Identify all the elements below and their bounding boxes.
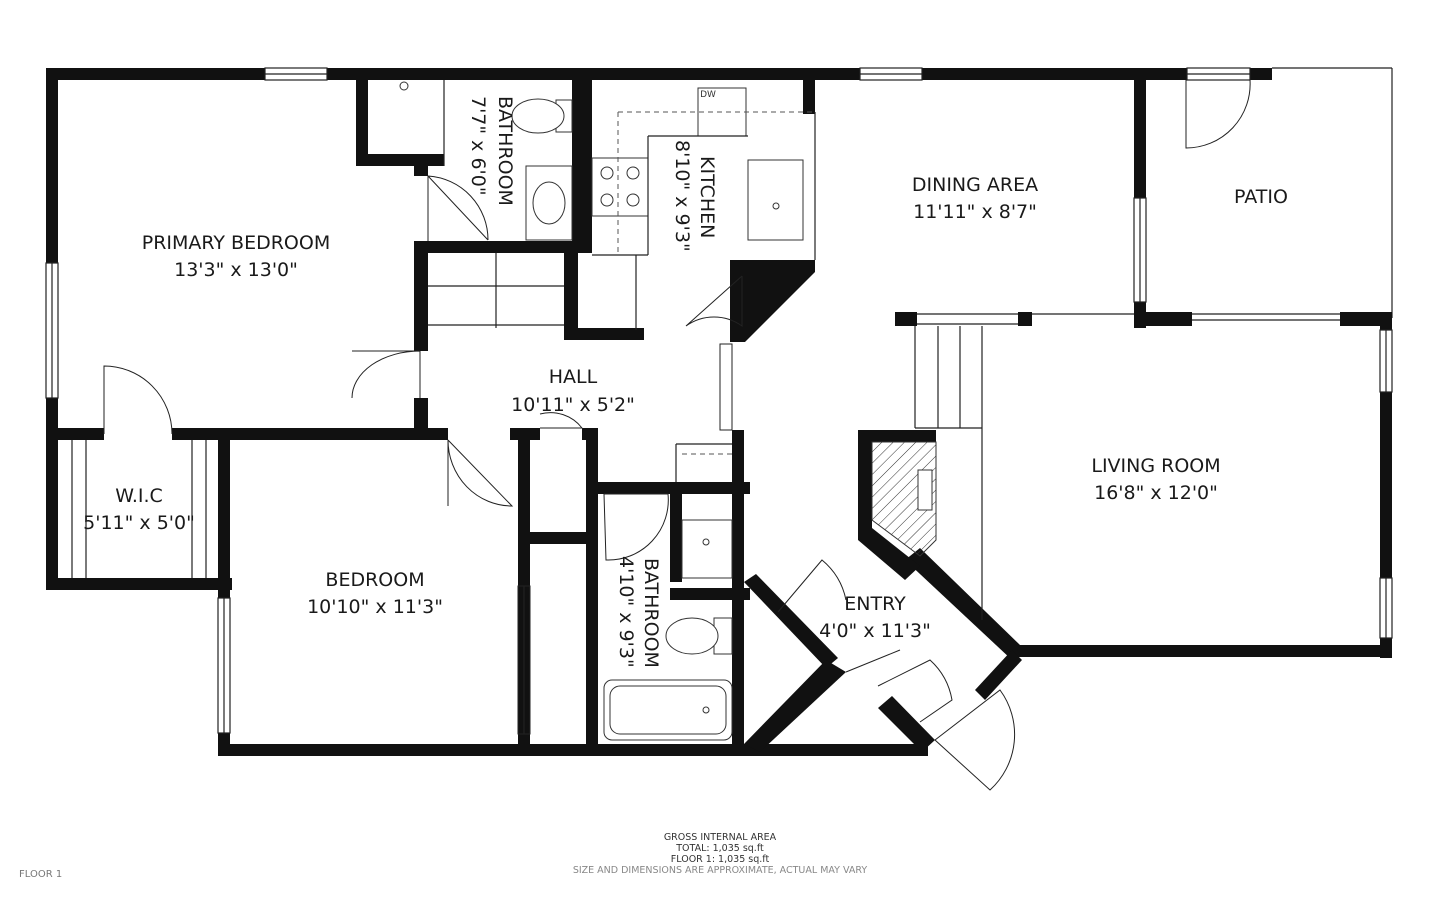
dining-area-name: DINING AREA	[912, 174, 1038, 196]
bathroom-1-dims: 7'7" x 6'0"	[467, 96, 489, 196]
wic-dims: 5'11" x 5'0"	[83, 512, 195, 534]
area-floor-1: FLOOR 1: 1,035 sq.ft	[670, 854, 770, 865]
living-room-name: LIVING ROOM	[1091, 455, 1220, 477]
hall-name: HALL	[549, 366, 598, 388]
entry-name: ENTRY	[844, 593, 906, 615]
kitchen-dims: 8'10" x 9'3"	[671, 140, 693, 252]
dishwasher-label: DW	[700, 90, 716, 100]
floor-label: FLOOR 1	[19, 869, 63, 880]
bedroom-name: BEDROOM	[325, 569, 424, 591]
patio-name: PATIO	[1234, 186, 1288, 208]
fixtures	[71, 80, 983, 741]
primary-bedroom-dims: 13'3" x 13'0"	[174, 259, 298, 281]
living-room-dims: 16'8" x 12'0"	[1094, 482, 1218, 504]
dining-area-dims: 11'11" x 8'7"	[913, 201, 1037, 223]
hall-dims: 10'11" x 5'2"	[511, 394, 635, 416]
bathroom-1-name: BATHROOM	[494, 96, 516, 206]
bedroom-dims: 10'10" x 11'3"	[307, 596, 443, 618]
entry-dims: 4'0" x 11'3"	[819, 620, 931, 642]
room-labels: PRIMARY BEDROOM 13'3" x 13'0" BATHROOM 7…	[83, 90, 1288, 668]
primary-bedroom-name: PRIMARY BEDROOM	[142, 232, 330, 254]
bathroom-2-dims: 4'10" x 9'3"	[615, 556, 637, 668]
interior-walls	[46, 68, 1392, 756]
bathroom-2-name: BATHROOM	[640, 558, 662, 668]
area-summary: GROSS INTERNAL AREA TOTAL: 1,035 sq.ft F…	[520, 832, 920, 876]
area-total: TOTAL: 1,035 sq.ft	[676, 843, 764, 854]
doors	[103, 79, 1251, 791]
wic-name: W.I.C	[115, 485, 163, 507]
area-disclaimer: SIZE AND DIMENSIONS ARE APPROXIMATE, ACT…	[572, 865, 868, 876]
kitchen-name: KITCHEN	[696, 156, 718, 238]
area-heading: GROSS INTERNAL AREA	[663, 832, 777, 843]
windows	[45, 67, 1393, 734]
